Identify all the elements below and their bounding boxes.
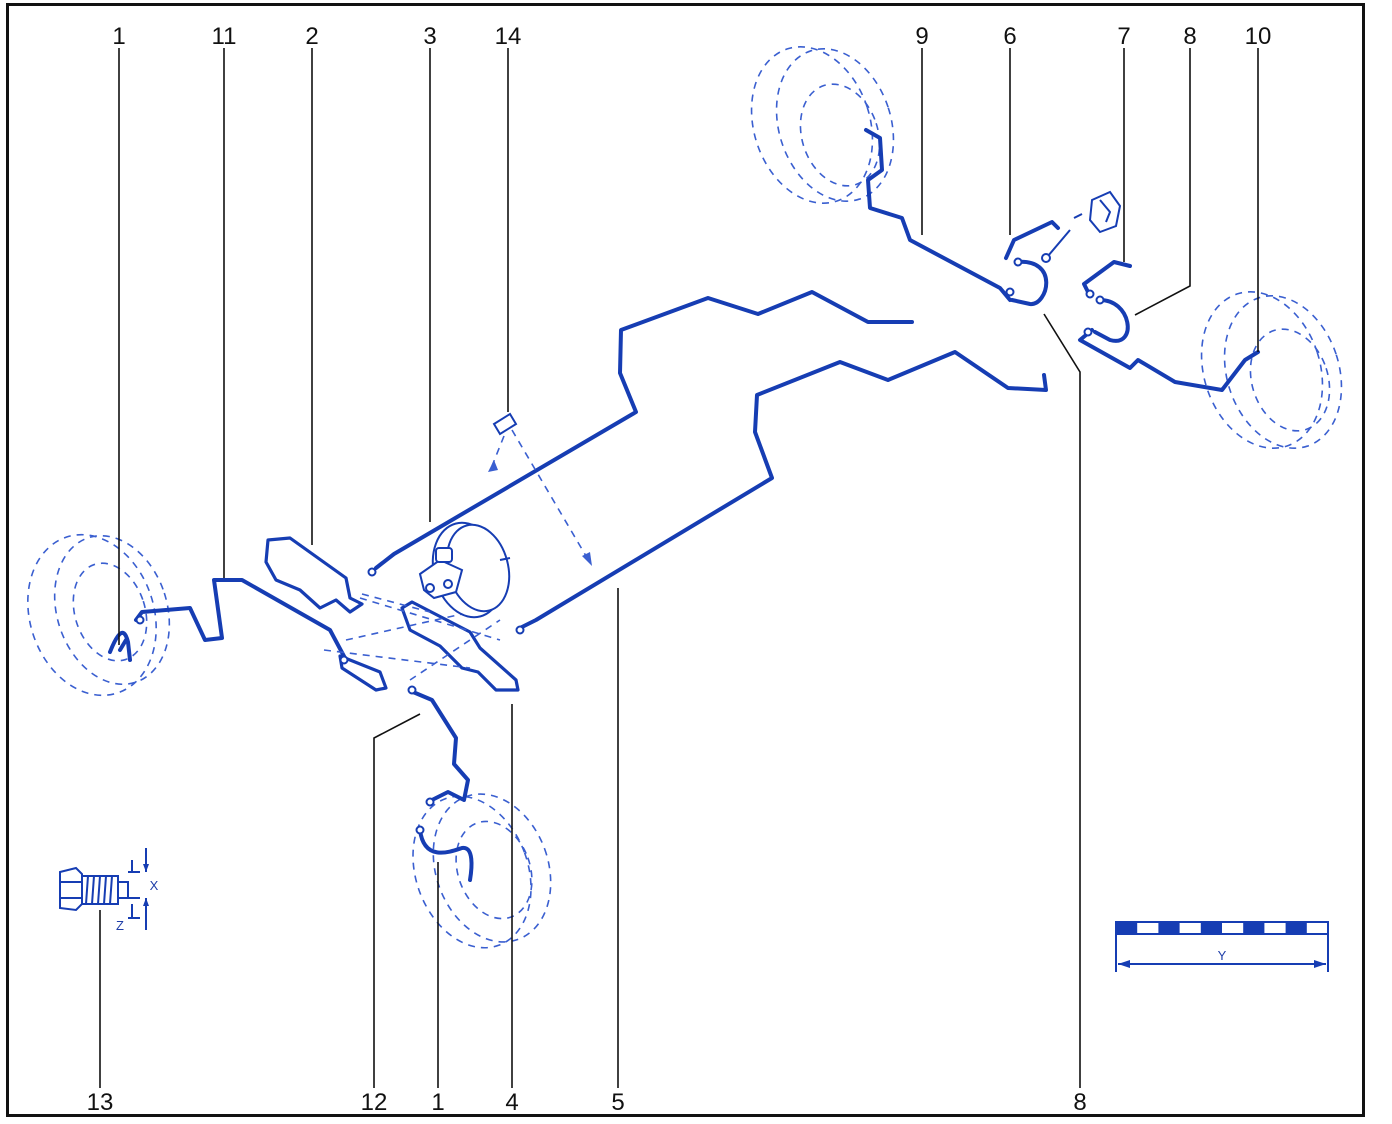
scale-bar: Y	[1115, 921, 1329, 972]
brake-pipe-7	[1082, 260, 1132, 294]
wheel-front-right	[412, 793, 552, 949]
dim-x-label: X	[150, 878, 159, 893]
pressure-regulator	[1041, 190, 1122, 263]
brake-pipe-9	[864, 128, 1012, 302]
mounting-plate-2-lower	[338, 654, 388, 692]
pipe-end-fittings	[135, 257, 1105, 835]
diagram-frame	[6, 3, 1365, 1117]
wheel-front-left	[27, 533, 171, 697]
callout-8-bottom: 8	[1073, 1089, 1086, 1116]
mounting-bracket-2	[264, 536, 364, 614]
callouts-bottom: 13 12 1 4 5 8	[87, 1089, 1087, 1116]
brake-pipe-12	[411, 690, 470, 802]
callout-12: 12	[361, 1089, 388, 1116]
leader-lines	[99, 48, 1259, 1088]
location-lines	[323, 593, 501, 681]
brake-hose-8-right	[1093, 297, 1130, 343]
callout-1: 1	[112, 23, 125, 50]
scale-bar-segment	[1158, 922, 1180, 934]
callout-4: 4	[505, 1089, 518, 1116]
scale-bar-segment	[1116, 922, 1138, 934]
brake-pipe-10	[1078, 328, 1260, 392]
callout-5: 5	[611, 1089, 624, 1116]
callout-11: 11	[212, 23, 237, 50]
scale-bar-segment	[1200, 922, 1222, 934]
brake-hose-1-front-left	[108, 630, 132, 662]
scale-dim-label: Y	[1218, 948, 1227, 963]
brake-pipe-11	[134, 578, 348, 662]
callout-14: 14	[495, 23, 522, 50]
callout-6: 6	[1003, 23, 1016, 50]
brake-pipe-5	[518, 350, 1048, 630]
callout-13: 13	[87, 1089, 114, 1116]
mounting-bracket-4	[400, 600, 520, 692]
scale-bar-segments	[1116, 922, 1307, 934]
callout-9: 9	[915, 23, 928, 50]
brake-booster	[418, 521, 511, 619]
callout-8-top: 8	[1183, 23, 1196, 50]
brake-pipe-6	[1004, 220, 1060, 260]
scale-bar-segment	[1243, 922, 1265, 934]
callouts-top: 1 11 2 3 14 9 6 7 8 10	[112, 23, 1271, 50]
wheel-rear-right	[1200, 291, 1343, 449]
scale-bar-segment	[1285, 922, 1307, 934]
wheel-rear-left	[750, 46, 895, 204]
callout-10: 10	[1245, 23, 1272, 50]
brake-pipe-3	[374, 290, 914, 570]
fitting-detail-13: X Z	[59, 848, 159, 933]
dim-z-label: Z	[116, 918, 124, 933]
callout-3: 3	[423, 23, 436, 50]
brake-hose-8-left	[1010, 259, 1049, 306]
callout-1-bottom: 1	[431, 1089, 444, 1116]
callout-2: 2	[305, 23, 318, 50]
callout-7: 7	[1117, 23, 1130, 50]
brake-hose-1-front-right	[418, 828, 474, 882]
part-14-fitting	[488, 412, 592, 566]
